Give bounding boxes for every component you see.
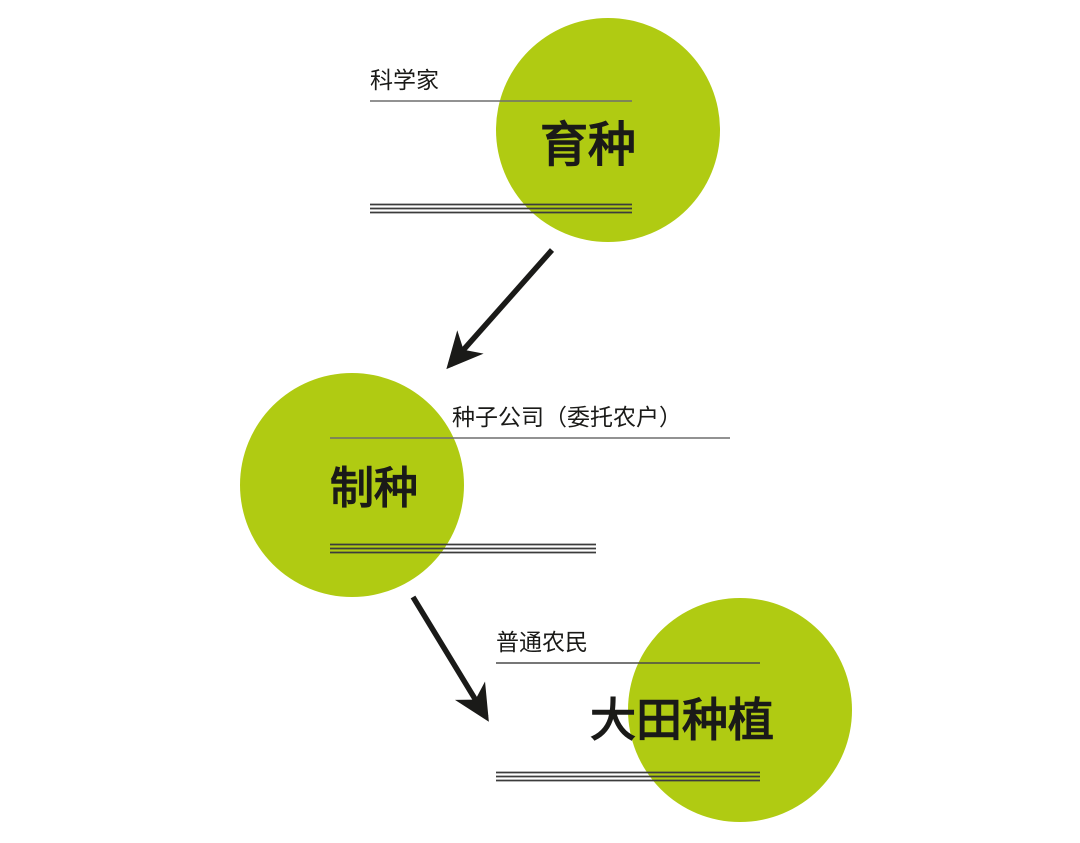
node-field-planting-circle[interactable]	[628, 598, 852, 822]
arrow-breeding-to-seed	[446, 248, 555, 370]
node-field-planting-title: 大田种植	[590, 694, 774, 746]
node-breeding-rule-bottom	[370, 203, 632, 214]
node-seed-production-rule-bottom	[330, 543, 596, 554]
node-breeding-title: 育种	[540, 119, 636, 172]
node-seed-production-caption: 种子公司（委托农户）	[452, 404, 682, 430]
node-breeding-caption: 科学家	[370, 67, 439, 93]
node-breeding[interactable]: 科学家 育种	[370, 18, 720, 242]
node-seed-production-circle[interactable]	[240, 373, 464, 597]
node-field-planting[interactable]: 普通农民 大田种植	[496, 598, 852, 822]
node-seed-production[interactable]: 种子公司（委托农户） 制种	[240, 373, 730, 597]
node-field-planting-caption: 普通农民	[496, 629, 588, 655]
node-seed-production-title: 制种	[330, 464, 418, 513]
node-breeding-circle[interactable]	[496, 18, 720, 242]
node-field-planting-rule-bottom	[496, 771, 760, 782]
arrow-seed-to-field	[410, 595, 489, 722]
